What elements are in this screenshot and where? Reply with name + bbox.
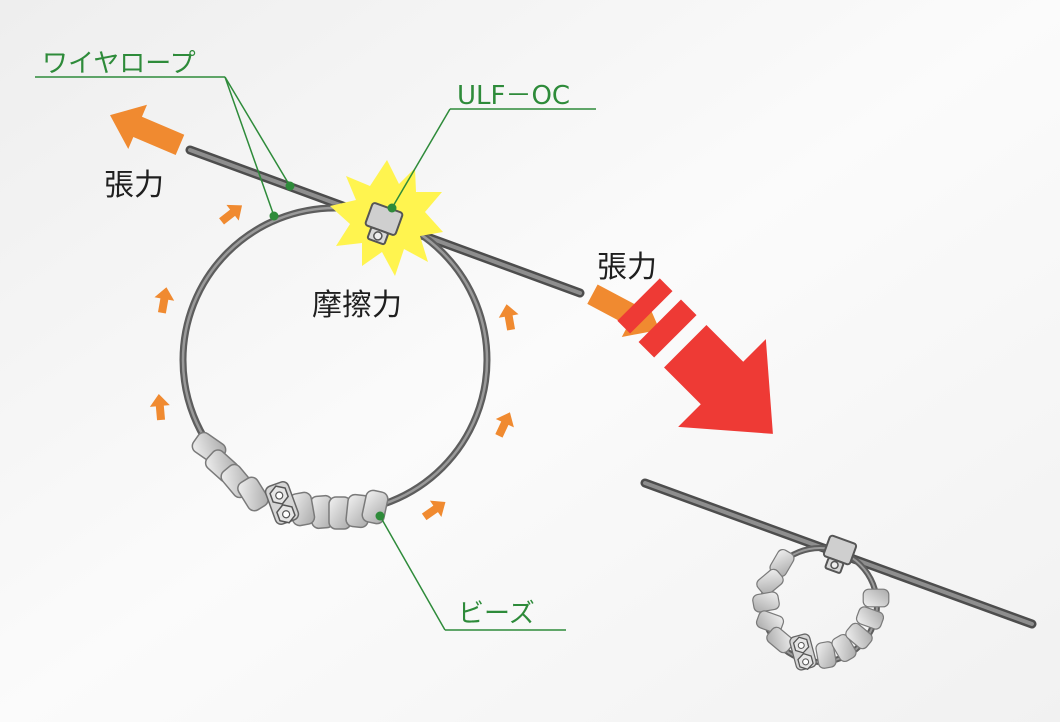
callout-dots — [269, 181, 397, 521]
tension-arrow-icon — [587, 284, 660, 337]
tension-right-label: 張力 — [597, 250, 657, 285]
wire-rope-label: ワイヤロープ — [42, 49, 196, 79]
motion-arrow-icon — [617, 278, 773, 434]
nut-fitting — [264, 481, 300, 525]
tension-left-label: 張力 — [104, 168, 164, 203]
tension-arrow-icon — [110, 104, 185, 155]
nut-fitting-result — [789, 633, 817, 671]
callout-lines — [35, 76, 596, 631]
beads-label: ビーズ — [458, 599, 535, 629]
friction-label: 摩擦力 — [312, 288, 402, 323]
ulf-oc-clamp-result — [822, 534, 858, 574]
ulf-oc-label: ULF－OC — [457, 81, 570, 111]
